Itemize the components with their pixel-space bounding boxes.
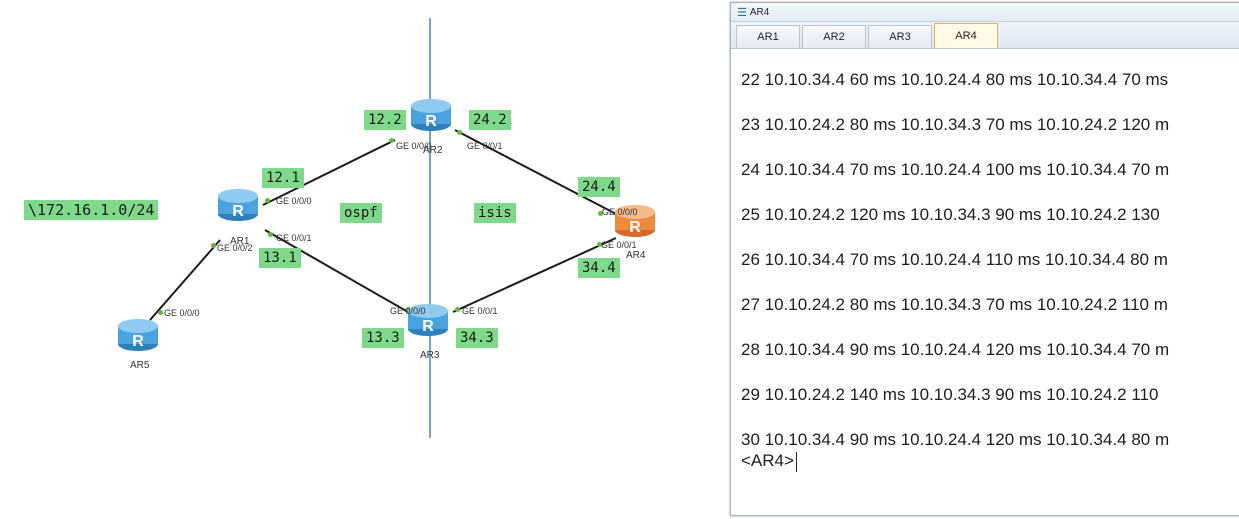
protocol-label-ospf: ospf [340, 203, 382, 223]
tab-bar: AR1 AR2 AR3 AR4 [731, 22, 1239, 49]
port-dot [265, 198, 270, 203]
router-glyph: R [422, 318, 434, 335]
router-name-ar3: AR3 [420, 350, 440, 361]
console-line: 23 10.10.24.2 80 ms 10.10.34.3 70 ms 10.… [741, 115, 1170, 134]
router-ar1-icon[interactable]: R [216, 188, 260, 222]
console-output[interactable]: 22 10.10.34.4 60 ms 10.10.24.4 80 ms 10.… [731, 49, 1239, 512]
console-line: 29 10.10.24.2 140 ms 10.10.34.3 90 ms 10… [741, 385, 1159, 404]
addr-label: 13.1 [259, 248, 301, 268]
link-ar1-ar5[interactable] [149, 239, 221, 321]
router-ar5-icon[interactable]: R [116, 318, 160, 352]
window-titlebar[interactable]: ☰ AR4 [731, 3, 1239, 22]
console-prompt: <AR4> [741, 451, 794, 470]
router-name-ar2: AR2 [423, 145, 443, 156]
terminal-icon: ☰ [737, 6, 747, 19]
port-dot [457, 130, 462, 135]
protocol-label-isis: isis [474, 203, 516, 223]
addr-label: 24.4 [578, 177, 620, 197]
port-label: GE 0/0/0 [164, 308, 200, 318]
port-label: GE 0/0/0 [276, 196, 312, 206]
port-label: GE 0/0/1 [462, 306, 498, 316]
console-line: 24 10.10.34.4 70 ms 10.10.24.4 100 ms 10… [741, 160, 1170, 179]
port-dot [597, 242, 602, 247]
port-dot [455, 307, 460, 312]
network-label: \172.16.1.0/24 [24, 200, 159, 220]
port-dot [211, 243, 216, 248]
router-glyph: R [425, 113, 437, 130]
router-name-ar1: AR1 [230, 236, 250, 247]
console-line: 27 10.10.24.2 80 ms 10.10.34.3 70 ms 10.… [741, 295, 1168, 314]
addr-label: 24.2 [469, 110, 511, 130]
console-line: 28 10.10.34.4 90 ms 10.10.24.4 120 ms 10… [741, 340, 1170, 359]
topology-canvas [149, 18, 619, 438]
tab-ar4[interactable]: AR4 [934, 23, 998, 48]
console-line: 25 10.10.24.2 120 ms 10.10.34.3 90 ms 10… [741, 205, 1160, 224]
port-label: GE 0/0/0 [390, 306, 426, 316]
console-line: 26 10.10.34.4 70 ms 10.10.24.4 110 ms 10… [741, 250, 1168, 269]
router-name-ar5: AR5 [130, 360, 150, 371]
tab-ar1[interactable]: AR1 [736, 25, 800, 48]
port-label: GE 0/0/1 [601, 240, 637, 250]
router-glyph: R [629, 219, 641, 236]
window-title: AR4 [749, 6, 770, 18]
addr-label: 12.1 [262, 168, 304, 188]
router-name-ar4: AR4 [626, 250, 646, 261]
terminal-window[interactable]: ☰ AR4 AR1 AR2 AR3 AR4 22 10.10.34.4 60 m… [730, 2, 1239, 516]
port-dot [598, 211, 603, 216]
console-line: 30 10.10.34.4 90 ms 10.10.24.4 120 ms 10… [741, 430, 1170, 449]
port-label: GE 0/0/0 [396, 141, 432, 151]
port-label: GE 0/0/0 [602, 207, 638, 217]
port-dot [158, 310, 163, 315]
port-label: GE 0/0/1 [467, 141, 503, 151]
port-dot [268, 232, 273, 237]
link-ar1-ar2[interactable] [262, 139, 396, 206]
text-cursor [795, 451, 797, 472]
router-ar2-icon[interactable]: R [409, 98, 453, 132]
router-ar4-icon[interactable]: R [613, 204, 657, 238]
console-prompt-line[interactable]: <AR4> [741, 450, 1239, 472]
port-label: GE 0/0/2 [217, 243, 253, 253]
port-label: GE 0/0/1 [276, 233, 312, 243]
addr-label: 12.2 [364, 110, 406, 130]
link-ar1-ar3[interactable] [264, 229, 409, 313]
tab-ar3[interactable]: AR3 [868, 25, 932, 48]
link-ar2-ar4[interactable] [454, 129, 619, 216]
addr-label: 34.3 [456, 328, 498, 348]
link-ar3-ar4[interactable] [452, 237, 617, 313]
addr-label: 13.3 [362, 328, 404, 348]
addr-label: 34.4 [578, 258, 620, 278]
tab-ar2[interactable]: AR2 [802, 25, 866, 48]
router-glyph: R [132, 333, 144, 350]
port-dot [389, 138, 394, 143]
router-glyph: R [232, 203, 244, 220]
console-line: 22 10.10.34.4 60 ms 10.10.24.4 80 ms 10.… [741, 70, 1169, 89]
router-ar3-icon[interactable]: R [406, 303, 450, 337]
